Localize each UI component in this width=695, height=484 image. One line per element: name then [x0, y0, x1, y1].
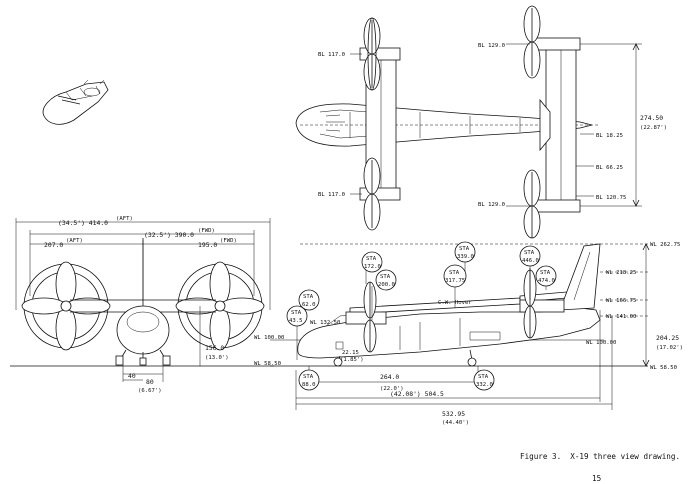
station-marker: STA 332.0: [473, 369, 495, 391]
isometric-sketch: [42, 79, 109, 125]
station-marker: STA 200.0: [375, 269, 397, 291]
wl-label: WL 218.25: [606, 270, 636, 276]
station-marker: STA 88.0: [298, 369, 320, 391]
wl-label: WL 100.00: [254, 335, 284, 341]
bl-label: BL 18.25: [596, 133, 623, 139]
svg-text:STA: STA: [303, 294, 314, 300]
tread-inner: 40: [128, 372, 136, 380]
station-marker: STA 339.0: [454, 241, 476, 263]
station-marker: STA 446.0: [519, 245, 541, 267]
svg-text:172.0: 172.0: [364, 264, 381, 270]
height-dim-ft: (17.02'): [656, 345, 683, 351]
wl-label: WL 141.00: [606, 314, 636, 320]
svg-text:STA: STA: [380, 274, 391, 280]
wl-label: WL 262.75: [650, 242, 680, 248]
bl-label: BL 129.0: [478, 202, 505, 208]
svg-text:88.0: 88.0: [302, 382, 315, 388]
tread: 80: [146, 378, 154, 386]
svg-text:STA: STA: [303, 374, 314, 380]
bl-label: BL 120.75: [596, 195, 626, 201]
half-span-fwd-note: (FWD): [220, 238, 237, 244]
span-fwd: (32.5') 390.0: [144, 231, 194, 239]
svg-text:332.0: 332.0: [476, 382, 493, 388]
svg-text:STA: STA: [524, 250, 535, 256]
svg-text:STA: STA: [366, 256, 377, 262]
svg-text:317.75: 317.75: [445, 278, 465, 284]
bl-label: BL 66.25: [596, 165, 623, 171]
svg-text:STA: STA: [459, 246, 470, 252]
half-span-aft: 207.0: [44, 241, 63, 249]
dim-2215-ft: (1.85'): [340, 357, 364, 363]
svg-text:339.0: 339.0: [457, 254, 474, 260]
wl-label: WL 132.50: [310, 320, 340, 326]
svg-text:200.0: 200.0: [378, 282, 395, 288]
dim-2215: 22.15: [342, 350, 359, 356]
svg-text:STA: STA: [291, 310, 302, 316]
svg-text:474.0: 474.0: [538, 278, 555, 284]
figure-caption: Figure 3. X-19 three view drawing.: [520, 452, 681, 461]
height-dim: 204.25: [656, 334, 679, 342]
station-marker: STA 62.0: [298, 289, 320, 311]
station-marker: STA 43.5: [286, 305, 308, 327]
bl-label: BL 117.0: [318, 52, 345, 58]
svg-text:STA: STA: [449, 270, 460, 276]
wl-label: WL 58.50: [254, 361, 281, 367]
front-view: (34.5') 414.0 (AFT) (32.5') 390.0 (FWD) …: [10, 216, 274, 394]
width-dimension-ft: (22.87'): [640, 125, 667, 131]
half-span-fwd: 195.0: [198, 241, 217, 249]
svg-text:446.0: 446.0: [522, 258, 539, 264]
bl-label: BL 129.0: [478, 43, 505, 49]
span-total: (34.5') 414.0: [58, 219, 108, 227]
wheelbase-ft: (22.0'): [380, 386, 404, 392]
front-height: 156.0: [205, 344, 224, 352]
wheelbase: 264.0: [380, 373, 399, 381]
wl-label: WL 166.75: [606, 298, 636, 304]
svg-text:STA: STA: [478, 374, 489, 380]
page-number: 15: [592, 474, 602, 483]
wl-label: WL 58.50: [650, 365, 677, 371]
plan-view: BL 117.0 BL 129.0 BL 117.0 BL 129.0 BL 1…: [295, 5, 667, 239]
svg-text:STA: STA: [540, 270, 551, 276]
width-dimension: 274.50: [640, 114, 663, 122]
wl-label: WL 100.00: [586, 340, 616, 346]
side-view: WL 262.75 WL 218.25 WL 166.75 WL 141.00 …: [254, 241, 683, 426]
station-marker: STA 317.75: [443, 264, 467, 288]
svg-text:62.0: 62.0: [302, 302, 315, 308]
cg-label: C.W. Hover: [438, 300, 472, 306]
span-total-note: (AFT): [116, 216, 133, 222]
station-marker: STA 474.0: [535, 265, 557, 287]
tread-ft: (6.67'): [138, 388, 162, 394]
half-span-aft-note: (AFT): [66, 238, 83, 244]
length-532: 532.95: [442, 410, 465, 418]
station-marker: STA 172.0: [361, 251, 383, 273]
span-fwd-note: (FWD): [198, 228, 215, 234]
length-532-ft: (44.40'): [442, 420, 469, 426]
bl-label: BL 117.0: [318, 192, 345, 198]
svg-text:43.5: 43.5: [289, 318, 302, 324]
front-height-ft: (13.0'): [205, 355, 229, 361]
length-504: (42.08') 504.5: [390, 390, 444, 398]
